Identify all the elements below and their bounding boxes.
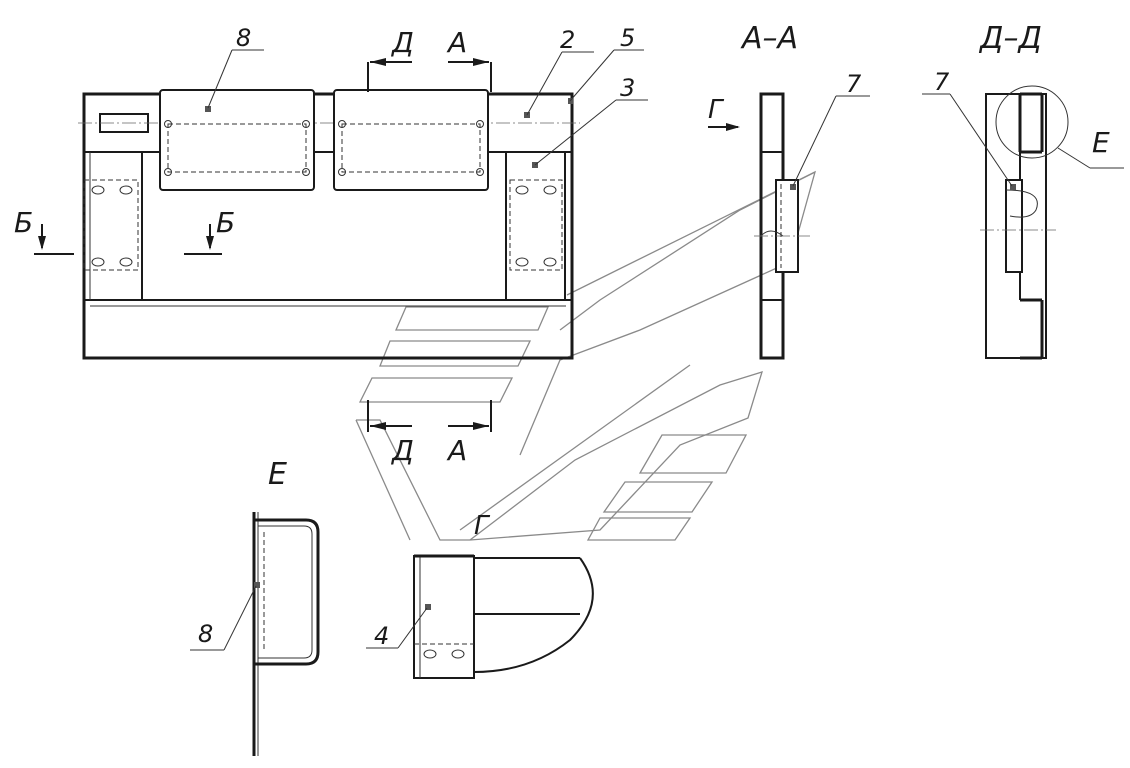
callout-7-dd: 7 — [934, 68, 950, 96]
callout-7-aa: 7 — [846, 70, 862, 98]
view-e-title: Е — [268, 457, 287, 492]
mark-d-top: Д — [390, 26, 414, 59]
mark-g-ghost: Г — [474, 511, 491, 541]
view-dd-title: Д–Д — [978, 21, 1042, 56]
section-arrows-top — [367, 58, 492, 92]
section-arrows-b — [34, 224, 222, 255]
mark-e-ref: Е — [1092, 126, 1110, 159]
callout-3: 3 — [620, 74, 635, 102]
mark-b-left: Б — [14, 206, 33, 239]
leaders-main — [207, 49, 648, 166]
ghost-shapes — [355, 170, 817, 541]
callout-8-top: 8 — [236, 24, 251, 52]
section-arrows-bottom — [367, 400, 492, 432]
view-aa-title: А–А — [740, 21, 798, 56]
mark-d-bottom: Д — [390, 434, 414, 467]
callout-2: 2 — [560, 26, 575, 54]
view-g — [366, 554, 594, 679]
callout-5: 5 — [620, 24, 635, 52]
front-view — [78, 89, 580, 360]
callout-8-e: 8 — [198, 620, 213, 648]
view-e — [190, 512, 320, 756]
mark-g-aa: Г — [708, 95, 725, 125]
mark-b-right: Б — [216, 206, 235, 239]
section-aa — [708, 92, 870, 360]
section-dd — [922, 85, 1124, 360]
callout-4: 4 — [374, 622, 389, 650]
mark-a-top: А — [446, 26, 467, 59]
mark-a-bottom: А — [446, 434, 467, 467]
